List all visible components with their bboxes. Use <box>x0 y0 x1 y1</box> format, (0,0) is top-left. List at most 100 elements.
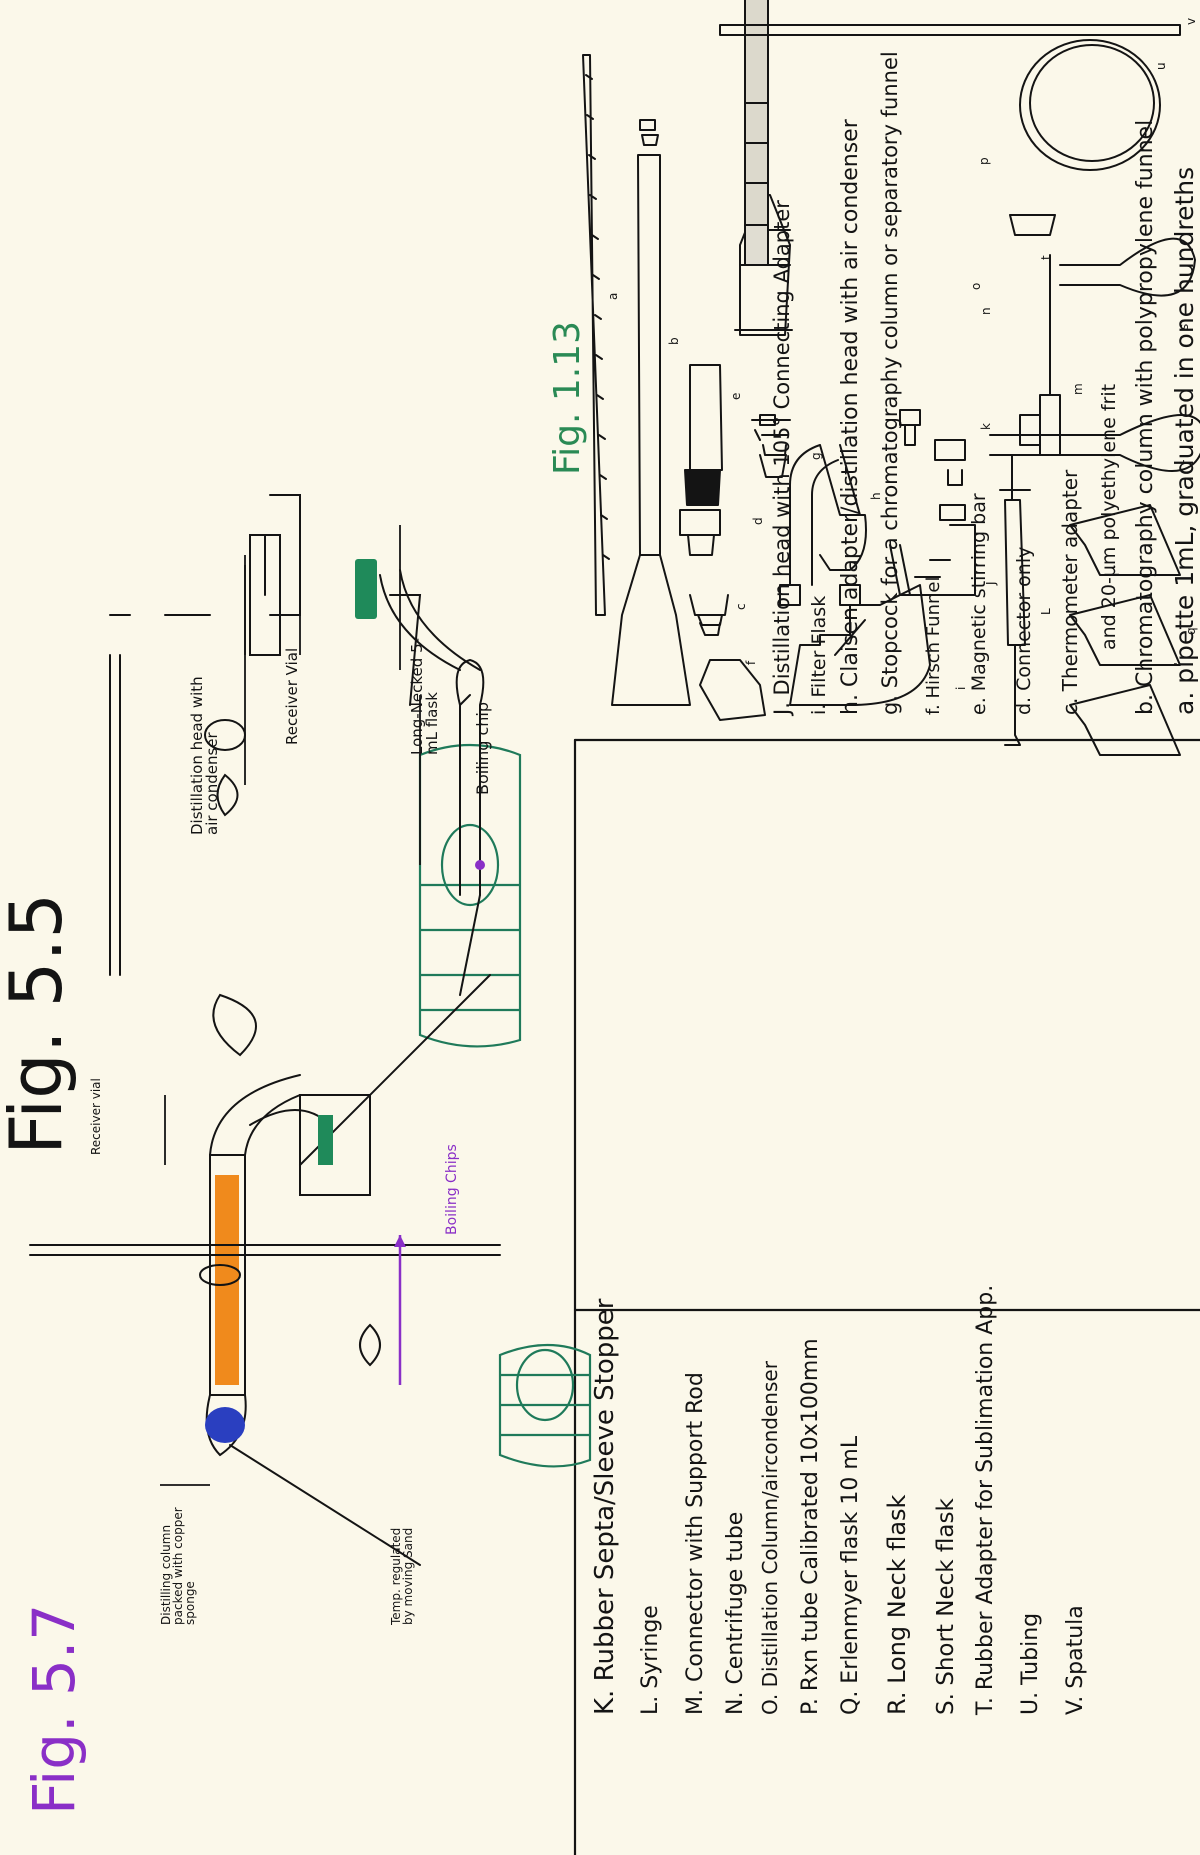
distillation-head-5-5 <box>379 569 481 706</box>
fig-5-5-title: Fig. 5.5 <box>0 892 78 1155</box>
item-label-q: q <box>1184 627 1198 635</box>
item-label-e: e <box>729 392 743 400</box>
column-stopper-b-drawing <box>689 364 723 471</box>
rubber-adapter-t-drawing <box>1009 214 1056 236</box>
legend-item-d: d. Connector only <box>1013 546 1035 715</box>
legend-item-v: V. Spatula <box>1063 1605 1088 1715</box>
item-label-p: p <box>977 157 991 165</box>
legend-item-s: S. Short Neck flask <box>933 1498 959 1715</box>
legend-item-e: e. Magnetic stirring bar <box>968 493 990 715</box>
clamp-5-7 <box>199 1264 241 1286</box>
spatula-v-drawing <box>719 24 1181 36</box>
legend-item-q: Q. Erlenmyer flask 10 mL <box>838 1435 863 1715</box>
flask-5-7 <box>205 1394 247 1457</box>
fig-1-13-drawings <box>582 0 1200 756</box>
legend-item-m: M. Connector with Support Rod <box>683 1372 708 1715</box>
item-label-b: b <box>667 337 681 345</box>
legend-item-t: T. Rubber Adapter for Sublimation App. <box>973 1284 998 1715</box>
connector-d-drawing <box>679 509 721 556</box>
fig-5-5-drawings <box>109 494 522 1166</box>
legend-item-f: f. Hirsch Funnel <box>923 576 944 715</box>
fig-5-7-label-distilling-column: Distilling column packed with copper spo… <box>159 1507 197 1625</box>
item-label-h: h <box>869 492 883 500</box>
item-label-o: o <box>969 282 983 290</box>
short-neck-flask-s-drawing <box>1059 237 1196 297</box>
legend-item-l: L. Syringe <box>638 1605 663 1715</box>
thermometer-adapter-c-drawing <box>689 594 729 636</box>
column-cap-drawing <box>684 469 721 506</box>
fig-5-5-label-receiver-vial: Receiver Vial <box>283 647 301 745</box>
copper-packing-5-7 <box>215 1175 239 1385</box>
item-label-d: d <box>751 517 765 525</box>
receiver-vial-5-7 <box>299 1094 371 1196</box>
item-label-s: s <box>1177 323 1191 330</box>
hirsch-funnel-f-drawing <box>699 659 766 721</box>
fig-5-7-title: Fig. 5.7 <box>20 1603 88 1815</box>
item-label-l: L <box>1039 608 1053 615</box>
item-label-r: r <box>1179 460 1193 465</box>
sand-bath-5-7 <box>498 1343 592 1468</box>
item-label-g: g <box>809 452 823 460</box>
tubing-u-drawing <box>1019 39 1161 171</box>
boiling-chip-5-5 <box>475 860 485 870</box>
legend-item-k: K. Rubber Septa/Sleeve Stopper <box>590 1298 620 1715</box>
legend-item-i: i. Filter Flask <box>808 595 830 715</box>
legend-item-b-cont: and 20-µm polyethylene frit <box>1098 383 1120 650</box>
item-label-m: m <box>1071 383 1085 395</box>
item-label-k: k <box>979 423 993 430</box>
flask-5-5 <box>455 658 485 896</box>
support-rod-5-7 <box>29 1244 501 1256</box>
legend-item-b: b. Chromatography column with polypropyl… <box>1133 119 1158 715</box>
claisen-adapter-h-drawing <box>779 409 921 606</box>
fig-1-13-title: Fig. 1.13 <box>547 321 588 475</box>
chromatography-column-b-drawing <box>611 119 691 706</box>
connector-rod-m-drawing <box>1019 254 1061 456</box>
item-label-v: v <box>1184 17 1198 25</box>
stopcock-g-drawing <box>751 414 791 478</box>
flask-liquid-5-7 <box>205 1407 245 1443</box>
distillation-head-j-drawing <box>889 524 976 596</box>
item-label-j: J <box>984 581 998 585</box>
receiver-liquid-5-7 <box>318 1115 333 1165</box>
pipette-a-drawing <box>582 54 610 616</box>
fig-5-5-label-distillation-head: Distillation head with air condenser <box>188 676 221 835</box>
fig-5-7-label-receiver-vial: Receiver vial <box>89 1078 103 1155</box>
fig-5-5-label-flask: Long-Necked 5-mL flask <box>408 637 441 755</box>
fig-5-7-drawings <box>29 993 592 1566</box>
erlenmeyer-q-drawing-1 <box>1069 504 1181 576</box>
erlenmeyer-q-drawing-2 <box>1069 594 1181 666</box>
syringe-l-drawing <box>999 454 1031 746</box>
rxn-tubes-p-drawing <box>744 0 769 266</box>
legend-item-j: J. Distillation head with 105° Connectin… <box>770 200 794 715</box>
legend-item-n: N. Centrifuge tube <box>723 1511 748 1715</box>
item-label-i: i <box>954 686 968 690</box>
filter-flask-i-drawing <box>789 584 931 706</box>
fig-5-7-label-boiling-chips: Boiling Chips <box>444 1144 460 1235</box>
legend-item-r: R. Long Neck flask <box>883 1494 911 1715</box>
receiver-liquid-5-5 <box>355 559 377 619</box>
legend-item-u: U. Tubing <box>1018 1612 1043 1715</box>
fig-5-5-label-boiling-chip: Boiling chip <box>473 701 492 795</box>
legend-item-o: O. Distillation Column/aircondenser <box>758 1361 782 1715</box>
item-label-a: a <box>606 292 620 300</box>
legend-item-p: P. Rxn tube Calibrated 10x100mm <box>798 1338 823 1715</box>
item-label-t: t <box>1039 255 1053 260</box>
item-label-n: n <box>979 307 993 315</box>
legend-item-g: g. Stopcock for a chromatography column … <box>878 51 902 715</box>
item-label-u: u <box>1154 62 1168 70</box>
legend-item-c: c. Thermometer adapter <box>1058 469 1082 715</box>
fig-5-7-label-temp: Temp. regulated by moving Sand <box>389 1527 415 1625</box>
erlenmeyer-q-drawing-3 <box>1069 684 1181 756</box>
spatula-5-7 <box>229 1444 421 1566</box>
support-rod-5-5 <box>109 614 211 976</box>
item-label-c: c <box>734 603 748 610</box>
legend-item-h: h. Claisen adapter/distillation head wit… <box>838 119 863 715</box>
sand-bath-5-5 <box>418 743 522 1048</box>
rubber-septa-k-drawing <box>934 439 966 521</box>
long-neck-flask-r-drawing <box>989 414 1200 472</box>
receiver-vial-5-5 <box>269 494 301 616</box>
item-label-f: f <box>744 660 758 665</box>
